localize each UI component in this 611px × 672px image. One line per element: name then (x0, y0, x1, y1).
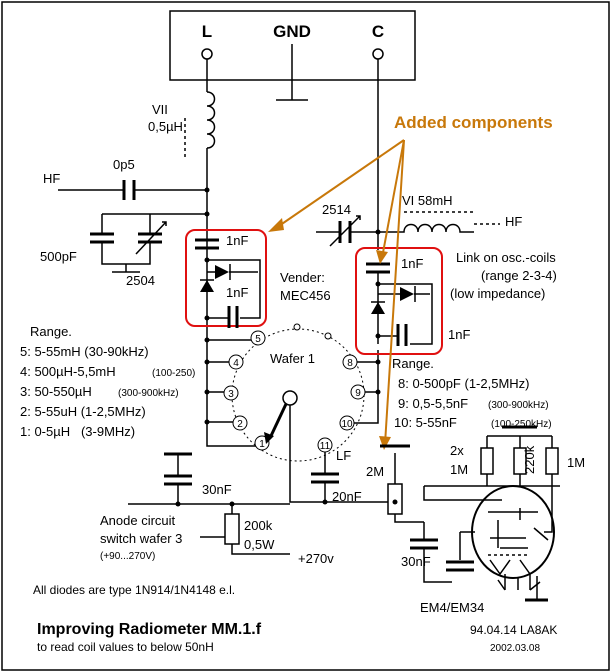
added-left-cap-top: 1nF (226, 233, 248, 248)
cap-30nf-bottom-label: 30nF (401, 554, 431, 569)
added-left-cap-bottom: 1nF (226, 285, 248, 300)
footer-subtitle: to read coil values to below 50nH (37, 640, 214, 654)
wiper-pivot (282, 390, 298, 406)
res-1m-b-label: 1M (567, 455, 585, 470)
lf-label: LF (336, 448, 351, 463)
wafer-pos-8: 8 (347, 358, 353, 369)
range-right-item-10: 10: 5-55nF (394, 415, 457, 430)
wafer-contacts (223, 323, 366, 453)
anode-label-2: switch wafer 3 (100, 531, 182, 546)
diodes-note: All diodes are type 1N914/1N4148 e.l. (33, 583, 235, 597)
vender-label-1: Vender: (280, 270, 325, 285)
anode-label-3: (+90...270V) (100, 551, 155, 562)
wafer-pos-11: 11 (320, 441, 331, 452)
terminal-l: L (202, 22, 212, 41)
res-0-5w-label: 0,5W (244, 537, 275, 552)
anode-label-1: Anode circuit (100, 513, 176, 528)
annotation-arrows (275, 139, 405, 445)
terminal-gnd: GND (273, 22, 311, 41)
coil-vii-value: 0,5µH (148, 119, 183, 134)
hf-left-label: HF (43, 171, 60, 186)
coil-vii-name: VII (152, 102, 168, 117)
link-note-1: Link on osc.-coils (456, 250, 556, 265)
added-right-cap-top: 1nF (401, 256, 423, 271)
added-right-cap-bottom: 1nF (448, 327, 470, 342)
range-left-item-4-note: (100-250) (152, 368, 195, 379)
added-components-label: Added components (394, 113, 553, 132)
link-note-2: (range 2-3-4) (481, 268, 557, 283)
wafer-pos-2: 2 (237, 419, 243, 430)
added-components-left-box (185, 229, 267, 327)
coil-vi-label: VI 58mH (402, 193, 453, 208)
wafer-label: Wafer 1 (270, 351, 315, 366)
wafer-pos-10: 10 (341, 419, 353, 430)
range-right-item-9: 9: 0,5-5,5nF (398, 396, 468, 411)
range-left-title: Range. (30, 324, 72, 339)
range-left-item-1: 1: 0-5µH (3-9MHz) (20, 424, 135, 439)
wafer-pos-1: 1 (259, 439, 265, 450)
cap-20nf-label: 20nF (332, 489, 362, 504)
range-left-item-2: 2: 5-55uH (1-2,5MHz) (20, 404, 146, 419)
wafer-pos-4: 4 (233, 358, 239, 369)
range-left-item-3-note: (300-900kHz) (118, 388, 179, 399)
res-2m-label: 2M (366, 464, 384, 479)
range-left-item-3: 3: 50-550µH (20, 384, 92, 399)
wafer-pos-9: 9 (355, 388, 361, 399)
terminal-c-socket (372, 48, 384, 60)
cap-500pf-label: 500pF (40, 249, 77, 264)
range-right-item-10-note: (100-250kHz) (491, 419, 552, 430)
wafer-ring (231, 328, 365, 462)
tube-label: EM4/EM34 (420, 600, 484, 615)
wafer-pos-3: 3 (228, 389, 234, 400)
footer-title: Improving Radiometer MM.1.f (37, 621, 262, 638)
link-note-3: (low impedance) (450, 286, 545, 301)
range-right-title: Range. (392, 356, 434, 371)
range-right-item-9-note: (300-900kHz) (488, 400, 549, 411)
res-2x-label: 2x (450, 443, 464, 458)
hf-right-label: HF (505, 214, 522, 229)
range-right-item-8: 8: 0-500pF (1-2,5MHz) (398, 376, 530, 391)
vender-label-2: MEC456 (280, 288, 331, 303)
terminal-c: C (372, 22, 384, 41)
terminal-l-socket (201, 48, 213, 60)
trimmer-2514-label: 2514 (322, 202, 351, 217)
res-200k-label: 200k (244, 518, 273, 533)
cap-30nf-left-label: 30nF (202, 482, 232, 497)
res-220k-label: 220k (522, 445, 537, 474)
added-components-right-box (355, 247, 443, 355)
coil-vii (206, 91, 216, 149)
cap-0p5-label: 0p5 (113, 157, 135, 172)
footer-date-2: 2002.03.08 (490, 643, 540, 654)
wafer-pos-5: 5 (255, 334, 261, 345)
footer-date-1: 94.04.14 LA8AK (470, 623, 557, 637)
range-left-item-4: 4: 500µH-5,5mH (20, 364, 116, 379)
trimmer-2504-label: 2504 (126, 273, 155, 288)
res-1m-a-label: 1M (450, 462, 468, 477)
supply-label: +270v (298, 551, 334, 566)
range-left-item-5: 5: 5-55mH (30-90kHz) (20, 344, 149, 359)
tube-em4-envelope (471, 485, 555, 579)
